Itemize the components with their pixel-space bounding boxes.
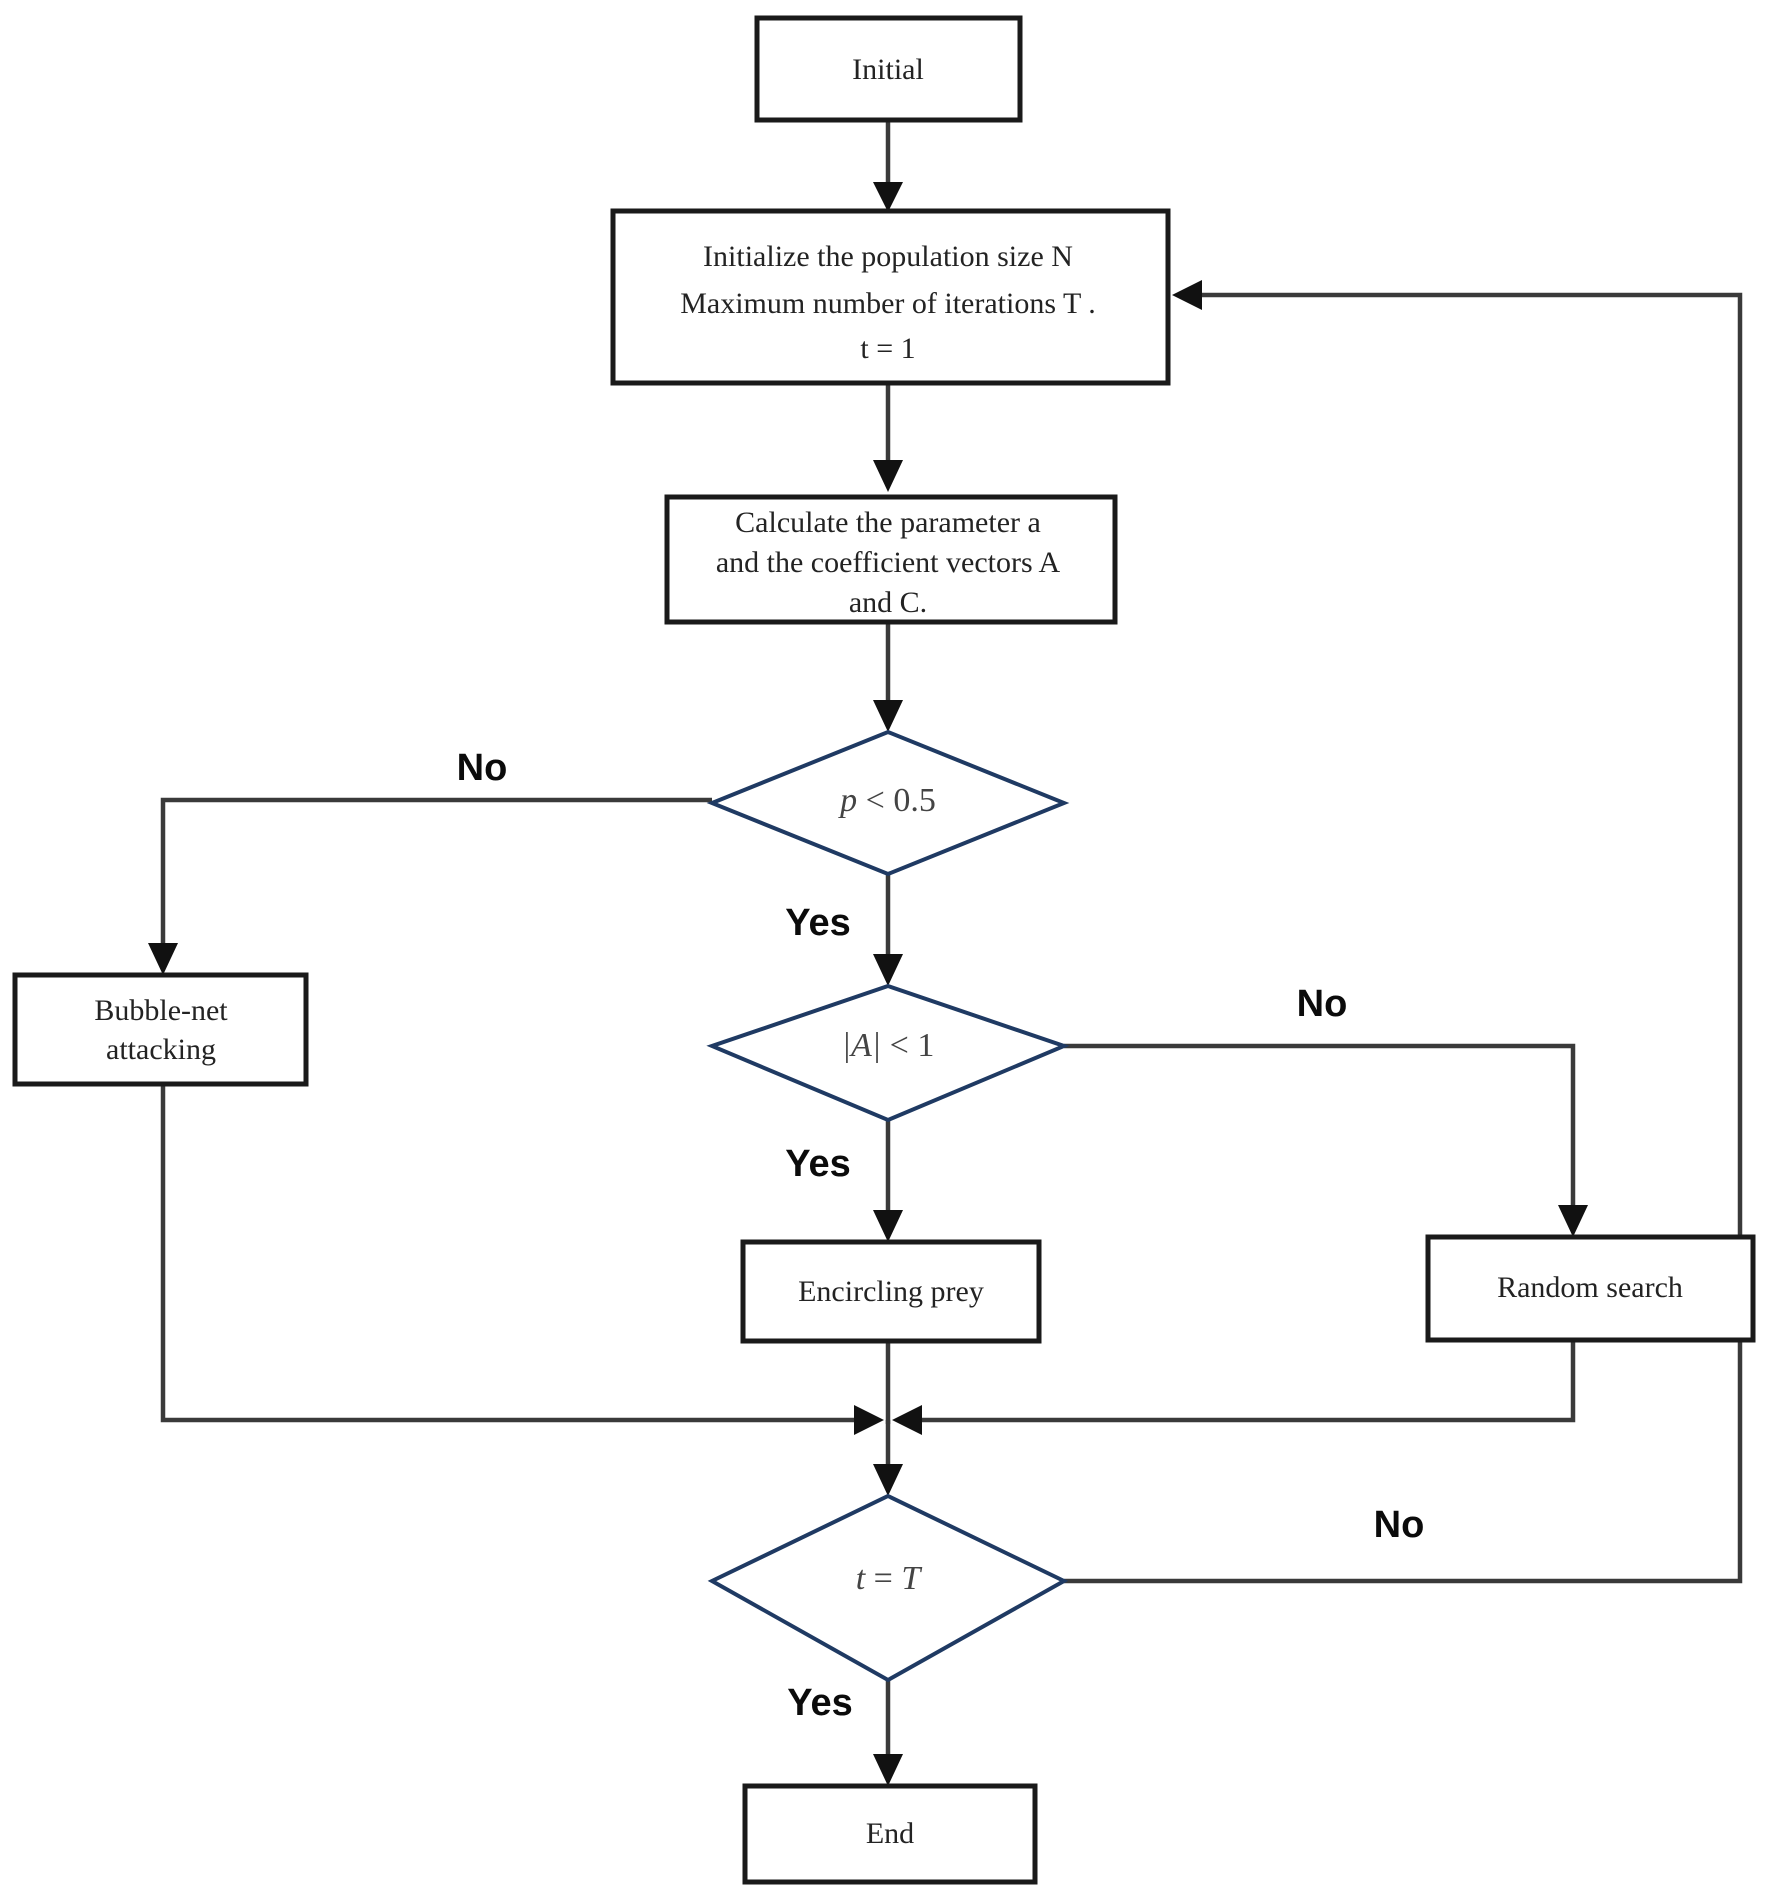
decision-t-value: T (901, 1560, 922, 1597)
node-decision-t[interactable]: t = T (707, 1493, 1069, 1683)
arrowhead-decision-p (873, 700, 903, 732)
decision-a-value: 1 (917, 1027, 934, 1064)
node-decision-p[interactable]: p < 0.5 (706, 729, 1070, 877)
decision-p-label: p < 0.5 (838, 782, 936, 819)
decision-p-op: < (857, 782, 893, 819)
calculate-line1-bold: a (1028, 506, 1041, 539)
bubble-net-line2: attacking (106, 1033, 216, 1066)
random-search-box[interactable] (1425, 1234, 1756, 1343)
arrowhead-bubble-net (148, 943, 178, 975)
node-encircling[interactable]: Encircling prey (740, 1239, 1042, 1344)
node-random-search[interactable]: Random search (1425, 1234, 1756, 1343)
arrowhead-decision-t (873, 1464, 903, 1496)
decision-a-diamond[interactable] (706, 983, 1070, 1123)
calculate-line1: Calculate the parameter a (735, 506, 1041, 539)
node-bubble-net[interactable]: Bubble-net attacking (12, 972, 309, 1087)
end-label: End (866, 1817, 914, 1850)
calculate-line3: and C. (849, 586, 927, 619)
node-end[interactable]: End (742, 1783, 1038, 1885)
branch-labels: No Yes No Yes No Yes (457, 747, 1425, 1724)
encircling-label: Encircling prey (798, 1275, 984, 1308)
init-params-box[interactable] (610, 208, 1171, 386)
init-params-line2: Maximum number of iterations T . (680, 287, 1096, 320)
init-params-line1: Initialize the population size N (703, 240, 1073, 273)
decision-a-var: |A| (842, 1027, 881, 1064)
branch-label-p-yes: Yes (785, 902, 851, 944)
node-init-params[interactable]: Initialize the population size N Maximum… (610, 208, 1171, 386)
calculate-line1-pre: Calculate the parameter (735, 506, 1027, 539)
decision-t-op: = (865, 1560, 901, 1597)
decision-a-label: |A| < 1 (842, 1027, 935, 1064)
arrowhead-calculate (873, 460, 903, 492)
initial-label: Initial (852, 53, 924, 86)
arrowhead-init-feedback (1172, 280, 1202, 310)
node-decision-a[interactable]: |A| < 1 (706, 983, 1070, 1123)
arrowhead-end (873, 1754, 903, 1786)
calculate-box[interactable] (664, 494, 1118, 625)
decision-a-op: < (881, 1027, 917, 1064)
decision-p-value: 0.5 (893, 782, 936, 819)
edge-decision-p-no (160, 797, 712, 960)
arrowhead-merge-left (854, 1405, 884, 1435)
init-params-line3: t = 1 (860, 332, 915, 365)
bubble-net-line1: Bubble-net (94, 994, 228, 1027)
decision-p-diamond[interactable] (706, 729, 1070, 877)
branch-label-p-no: No (457, 747, 508, 789)
edge-decision-t-no (1064, 292, 1743, 1584)
decision-t-label: t = T (856, 1560, 923, 1597)
edge-bubble-net-to-merge (160, 1084, 866, 1423)
arrowhead-encircling (873, 1210, 903, 1242)
decision-t-diamond[interactable] (707, 1493, 1069, 1683)
initial-box[interactable] (754, 15, 1023, 123)
arrowhead-decision-a (873, 954, 903, 986)
branch-label-a-yes: Yes (785, 1143, 851, 1185)
edge-decision-a-no (1064, 1043, 1576, 1222)
encircling-box[interactable] (740, 1239, 1042, 1344)
arrowhead-random-search (1558, 1205, 1588, 1237)
branch-label-t-yes: Yes (787, 1682, 853, 1724)
arrowhead-merge-right (892, 1405, 922, 1435)
arrowhead-init (873, 182, 903, 212)
random-search-label: Random search (1497, 1271, 1683, 1304)
node-initial[interactable]: Initial (754, 15, 1023, 123)
calculate-line2: and the coefficient vectors A (716, 546, 1061, 579)
bubble-net-box[interactable] (12, 972, 309, 1087)
connectors (148, 120, 1743, 1786)
branch-label-t-no: No (1374, 1504, 1425, 1546)
node-calculate[interactable]: Calculate the parameter a and the coeffi… (664, 494, 1118, 625)
edge-random-search-to-merge (910, 1340, 1576, 1423)
decision-p-var: p (838, 782, 857, 819)
branch-label-a-no: No (1297, 983, 1348, 1025)
end-box[interactable] (742, 1783, 1038, 1885)
decision-t-var: t (856, 1560, 867, 1597)
